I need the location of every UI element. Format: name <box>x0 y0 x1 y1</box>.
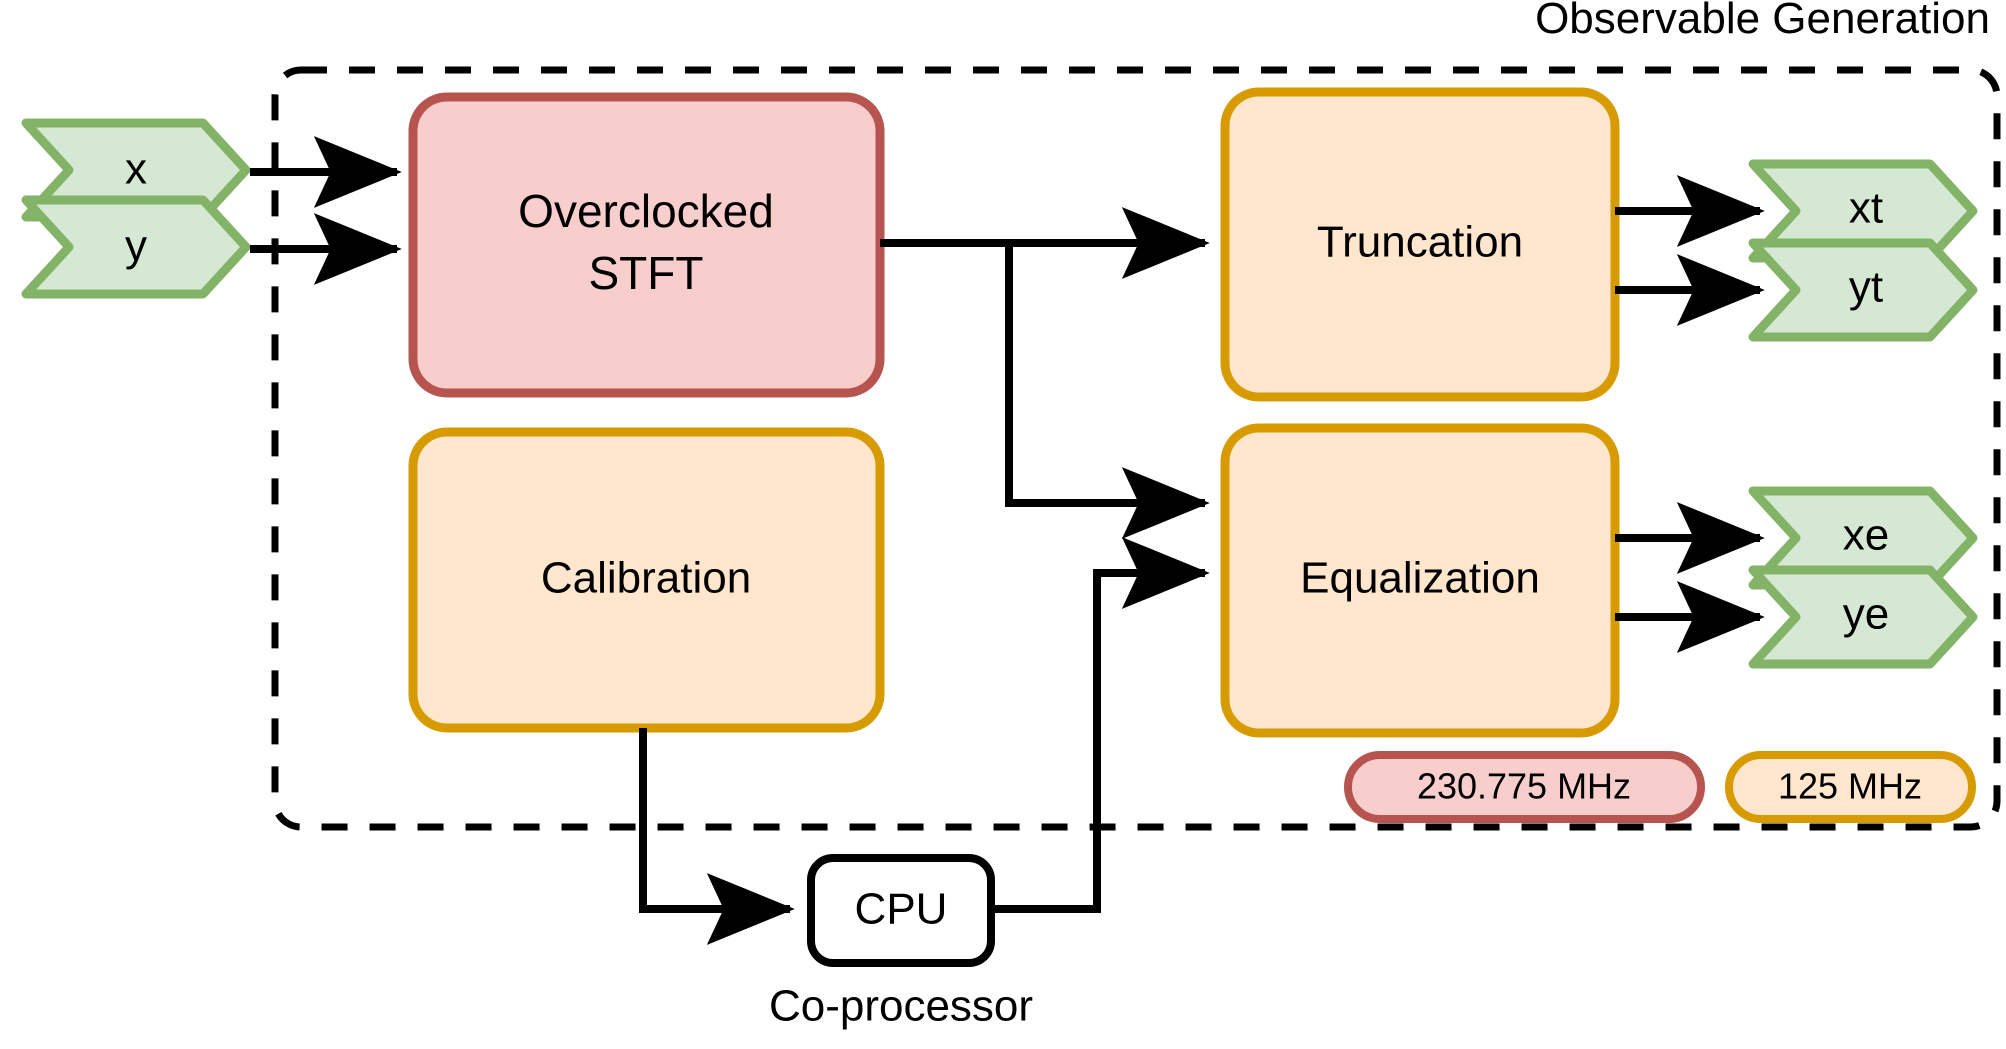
output-yt-shape <box>1748 238 1978 342</box>
input-x-label: x <box>125 145 147 194</box>
equalization-label: Equalization <box>1300 554 1540 603</box>
output-ye-label: ye <box>1843 590 1889 639</box>
group-title: Observable Generation <box>1535 0 1990 43</box>
wire-calibration-to-cpu <box>639 728 795 945</box>
input-y-label: y <box>125 222 147 271</box>
wire-stft-to-equalization <box>1005 243 1210 539</box>
overclocked-stft-label-line2: STFT <box>589 247 704 299</box>
overclocked-stft-label-line1: Overclocked <box>518 185 774 237</box>
equalization-block[interactable] <box>1220 423 1620 738</box>
clock-badge-125-label: 125 MHz <box>1778 766 1922 807</box>
wire-cpu-to-equalization <box>991 537 1210 913</box>
output-ye-shape <box>1748 565 1978 669</box>
output-xe-label: xe <box>1843 511 1889 560</box>
coprocessor-caption: Co-processor <box>769 982 1033 1031</box>
cpu-label: CPU <box>855 885 948 934</box>
calibration-label: Calibration <box>541 554 751 603</box>
overclocked-stft-block[interactable] <box>408 92 885 398</box>
truncation-label: Truncation <box>1317 218 1523 267</box>
output-xt-label: xt <box>1849 184 1883 233</box>
clock-badge-230-label: 230.775 MHz <box>1417 766 1631 807</box>
truncation-block[interactable] <box>1220 87 1620 402</box>
clock-badge-125-shape <box>1725 751 1976 823</box>
observable-generation-boundary <box>271 66 2001 831</box>
input-y-shape <box>21 195 251 299</box>
clock-badge-230-shape <box>1344 751 1705 823</box>
output-yt-label: yt <box>1849 263 1883 312</box>
